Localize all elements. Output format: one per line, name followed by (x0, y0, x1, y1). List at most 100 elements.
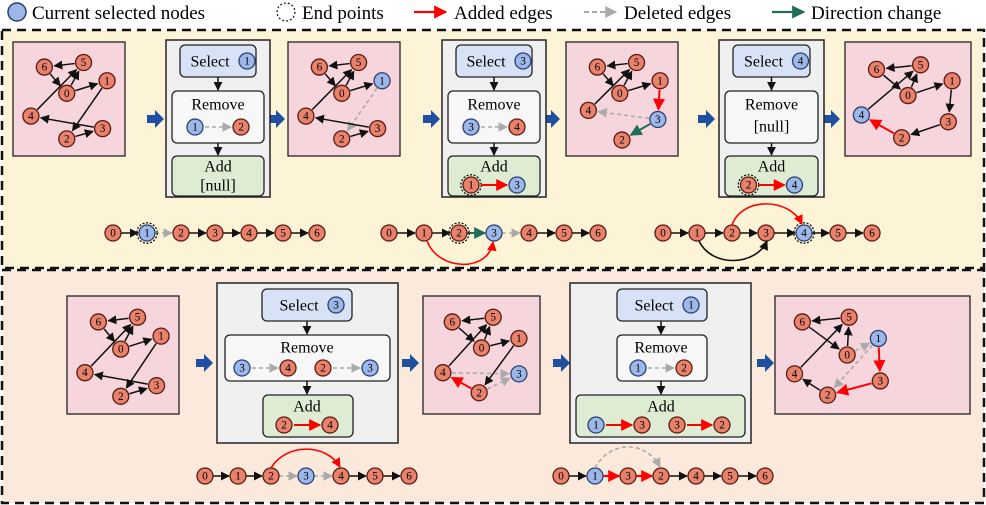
node-2: 2 (675, 359, 693, 377)
node-1: 1 (510, 329, 528, 348)
node-label: 2 (456, 228, 462, 240)
node-circle (863, 224, 881, 242)
node-5: 5 (721, 467, 739, 485)
node-circle (308, 224, 326, 242)
endpoint-ring (793, 222, 815, 244)
select-label: Select (466, 54, 506, 71)
node-2: 2 (275, 416, 293, 434)
node-label: 6 (869, 228, 875, 240)
node-circle (275, 416, 293, 434)
node-label: 4 (792, 368, 798, 380)
edge (597, 108, 650, 120)
node-3: 3 (93, 119, 112, 138)
node-4: 4 (279, 359, 297, 377)
node-label: 2 (339, 133, 345, 145)
node-label: 1 (192, 122, 198, 134)
node-circle (484, 308, 502, 326)
node-label: 1 (694, 228, 700, 240)
edge (653, 89, 666, 111)
node-label: 6 (595, 62, 601, 74)
node-circle (869, 329, 887, 348)
edge (873, 347, 886, 373)
node-circle (508, 176, 526, 194)
edge (882, 74, 902, 90)
node-label: 5 (835, 228, 841, 240)
node-circle (368, 119, 387, 138)
node-label: 2 (681, 363, 687, 375)
node-label: 1 (158, 331, 164, 343)
edge (39, 114, 94, 128)
edge (49, 73, 61, 87)
node-label: 4 (801, 228, 807, 240)
node-circle (380, 224, 398, 242)
node-label: 3 (625, 471, 631, 483)
node-label: 1 (104, 75, 110, 87)
node-4: 4 (22, 107, 40, 125)
legend-added-label: Added edges (454, 3, 553, 24)
node-label: 6 (406, 471, 412, 483)
node-circle (589, 224, 607, 242)
node-1: 1 (136, 222, 158, 244)
node-0: 0 (333, 84, 351, 102)
node-4: 4 (508, 118, 526, 136)
node-3: 3 (327, 296, 345, 314)
edge (129, 386, 148, 396)
node-2: 2 (112, 387, 130, 405)
node-5: 5 (128, 308, 147, 326)
node-3: 3 (668, 416, 686, 434)
node-0: 0 (552, 467, 570, 485)
node-circle (321, 416, 339, 434)
node-1: 1 (152, 327, 170, 345)
node-circle (128, 308, 147, 326)
edge (129, 337, 153, 348)
edge (490, 338, 511, 348)
node-4: 4 (240, 224, 258, 242)
node-label: 1 (421, 228, 427, 240)
edge (93, 371, 148, 385)
node-circle (450, 224, 468, 242)
node-circle (579, 101, 598, 120)
node-label: 3 (946, 116, 952, 128)
node-1: 1 (373, 72, 391, 90)
node-0: 0 (611, 84, 629, 102)
node-circle (196, 467, 214, 485)
node-circle (819, 386, 837, 404)
edge (802, 378, 821, 391)
node-label: 3 (212, 228, 218, 240)
node-label: 2 (719, 420, 725, 432)
node-circle (739, 176, 758, 194)
node-6: 6 (756, 467, 774, 485)
node-2: 2 (652, 467, 670, 485)
select-label: Select (279, 298, 319, 315)
edge (854, 342, 871, 352)
node-circle (911, 56, 930, 74)
node-1: 1 (688, 224, 706, 242)
node-circle (361, 359, 379, 377)
node-circle (649, 110, 667, 129)
node-label: 1 (468, 180, 474, 192)
node-label: 2 (746, 180, 752, 192)
node-circle (472, 339, 491, 357)
curved-edge (731, 203, 803, 226)
edge (843, 326, 853, 347)
node-1: 1 (943, 72, 961, 90)
node-label: 4 (440, 367, 446, 379)
node-label: 0 (202, 471, 208, 483)
node-3: 3 (233, 359, 251, 377)
edge (314, 114, 369, 128)
node-circle (588, 58, 607, 76)
node-label: 3 (100, 123, 106, 135)
legend-direction-label: Direction change (811, 3, 941, 24)
node-label: 4 (514, 122, 520, 134)
edge (124, 325, 134, 342)
node-1: 1 (238, 52, 256, 70)
node-label: 2 (320, 363, 326, 375)
flow-arrow (147, 110, 164, 128)
node-circle (147, 377, 166, 395)
node-4: 4 (793, 222, 815, 244)
